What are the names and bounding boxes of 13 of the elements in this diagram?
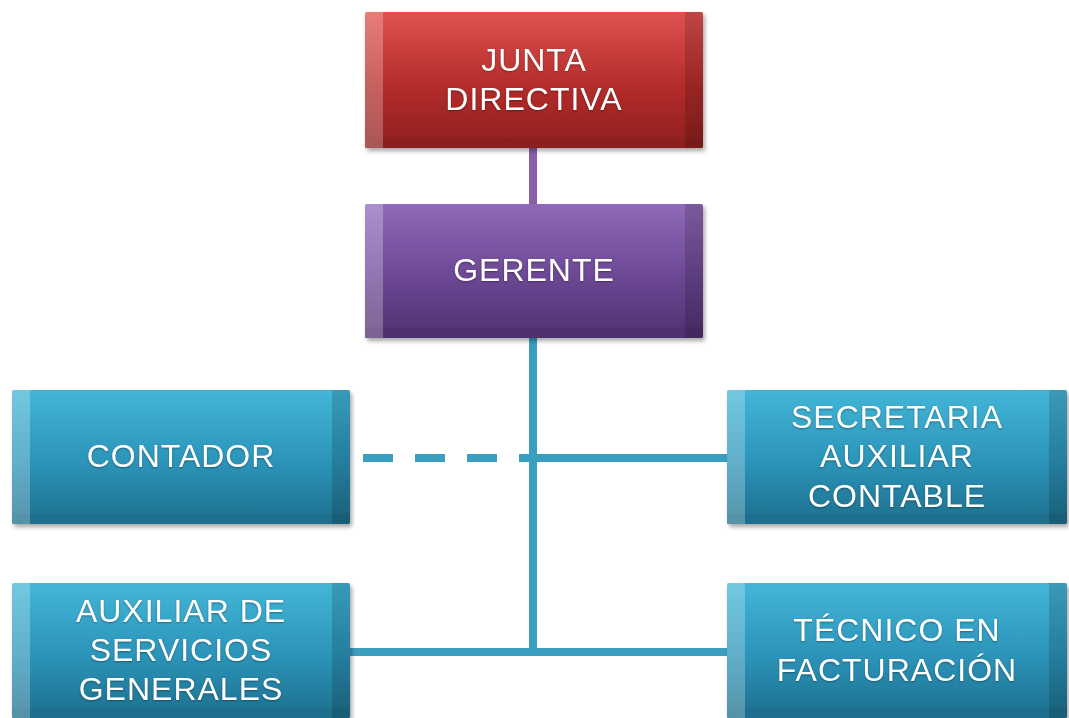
org-chart-box xyxy=(727,390,1067,524)
position-title: CONTADOR xyxy=(85,437,277,477)
connector-line xyxy=(529,148,537,204)
org-chart-box xyxy=(12,390,350,524)
position-title: GERENTE xyxy=(452,251,616,291)
position-title: SECRETARIA AUXILIAR CONTABLE xyxy=(789,398,1005,516)
position-title: TÉCNICO EN FACTURACIÓN xyxy=(775,611,1019,690)
position-title: AUXILIAR DE SERVICIOS GENERALES xyxy=(74,591,288,709)
org-chart-box xyxy=(12,583,350,718)
org-chart-box xyxy=(365,12,703,148)
position-title: JUNTA DIRECTIVA xyxy=(444,40,624,119)
org-chart-box xyxy=(727,583,1067,718)
org-chart-box xyxy=(365,204,703,338)
